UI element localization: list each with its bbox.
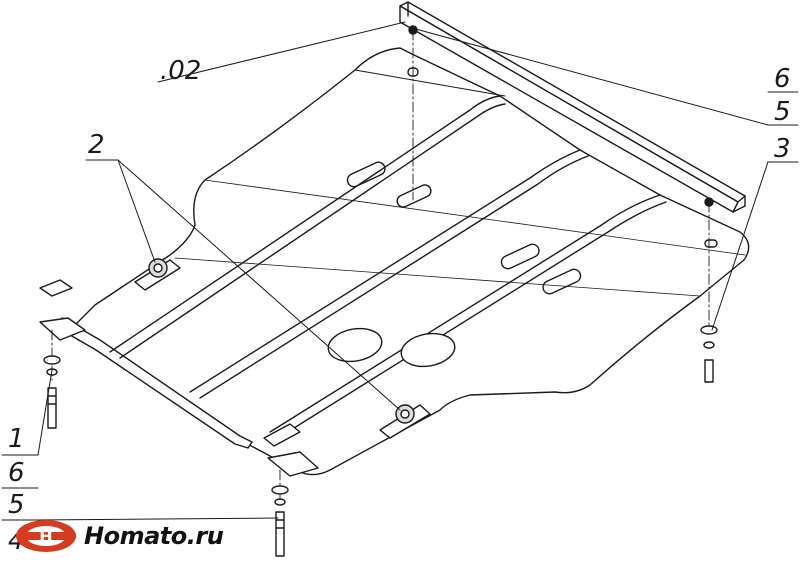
- fastener-left: [43, 355, 61, 429]
- callout-left-1: 1: [8, 424, 25, 454]
- slots: [346, 67, 718, 295]
- drain-openings: [327, 327, 456, 368]
- rail-bracket: [399, 1, 746, 213]
- logo-text: Homato.ru: [84, 522, 224, 550]
- callout-left-5: 5: [8, 490, 25, 520]
- callout-right-3: 3: [774, 134, 791, 164]
- callout-right-5: 5: [774, 97, 791, 127]
- svg-text:H: H: [39, 527, 52, 546]
- fastener-right: [700, 325, 718, 383]
- homato-emblem-icon: H: [16, 520, 76, 552]
- plate-outline: [69, 47, 750, 476]
- callout-frame-part: .02: [160, 56, 202, 86]
- callout-left-6: 6: [8, 458, 25, 488]
- small-brackets: [39, 279, 319, 477]
- leader-lines: [1, 21, 799, 521]
- homato-logo: H Homato.ru: [14, 516, 244, 556]
- mount-bosses: [134, 258, 431, 439]
- callout-right-6: 6: [774, 64, 791, 94]
- fastener-bottom: [271, 485, 289, 557]
- ribs: [109, 69, 746, 439]
- callout-part-2: 2: [88, 130, 105, 160]
